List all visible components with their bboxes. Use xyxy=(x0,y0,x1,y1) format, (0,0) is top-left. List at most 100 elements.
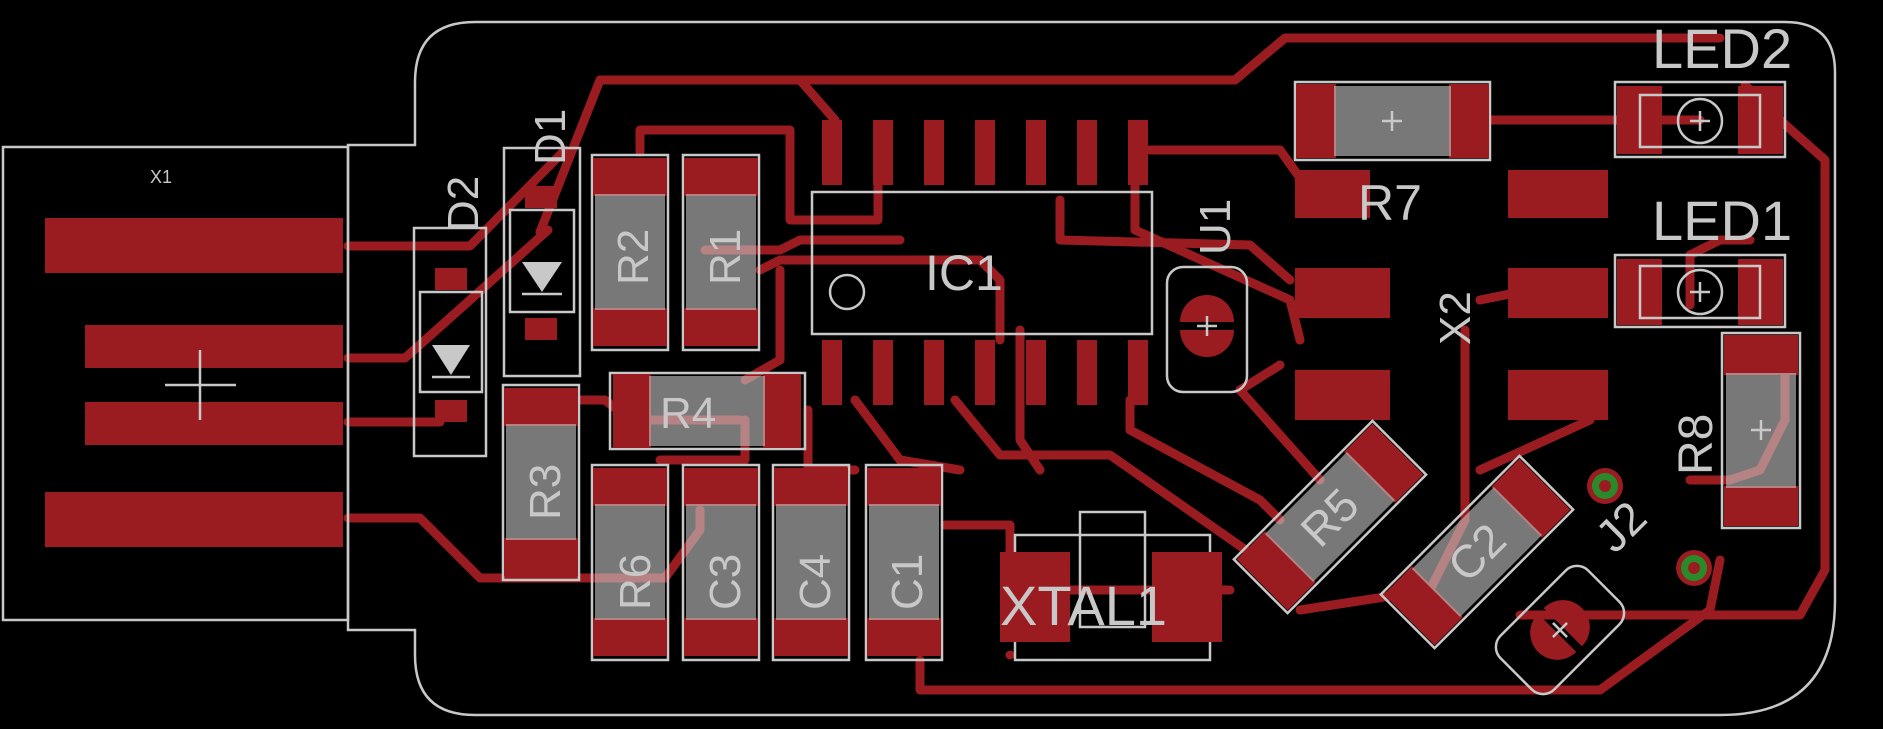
resistor-r3[interactable]: R3 xyxy=(501,383,581,582)
ic1-bottom-pins xyxy=(822,340,1148,405)
c4-body xyxy=(776,504,846,620)
r7-pad-left xyxy=(1296,84,1336,158)
led1-label: LED1 xyxy=(1652,189,1792,252)
x1-outline xyxy=(1,145,350,622)
r1-pad-top xyxy=(684,158,758,196)
ic-ic1[interactable]: IC1 xyxy=(810,120,1154,405)
x1-pad-3 xyxy=(85,402,343,445)
r6-body xyxy=(595,504,665,620)
crystal-xtal1[interactable]: XTAL1 xyxy=(1000,510,1222,662)
r7-pad-extra xyxy=(1295,170,1370,218)
c1-body xyxy=(869,504,939,620)
resistor-r2[interactable]: R2 xyxy=(590,153,670,352)
resistor-r4[interactable]: R4 xyxy=(608,371,807,451)
r4-outline xyxy=(608,371,807,451)
r6-pad-bottom xyxy=(593,618,667,656)
led2-body xyxy=(1638,93,1762,149)
resistor-r5[interactable]: R5 xyxy=(1232,419,1428,615)
d2-pad-top xyxy=(435,268,467,290)
c4-pad-bottom xyxy=(774,618,848,656)
x1-label: X1 xyxy=(150,167,172,187)
d2-symbol xyxy=(432,345,470,375)
ic1-top-pins xyxy=(822,120,1148,185)
r2-outline xyxy=(590,153,670,352)
r1-body xyxy=(686,194,756,310)
c2-pad-left xyxy=(1383,566,1463,646)
r4-pad-left xyxy=(613,374,651,448)
led1-body xyxy=(1638,264,1762,320)
capacitor-c1[interactable]: C1 xyxy=(864,463,944,662)
c3-label: C3 xyxy=(701,554,750,610)
capacitor-c2[interactable]: C2 xyxy=(1379,454,1575,650)
led-led2[interactable]: LED2 xyxy=(1613,17,1792,159)
r8-pad-bottom xyxy=(1724,486,1798,526)
r2-label: R2 xyxy=(609,229,658,285)
r6-outline xyxy=(590,463,670,662)
r4-label: R4 xyxy=(660,389,716,438)
diode-d2[interactable]: D2 xyxy=(412,176,488,458)
d1-pad-bottom xyxy=(525,318,557,340)
r5-body xyxy=(1264,451,1396,583)
c3-body xyxy=(686,504,756,620)
r7-label: R7 xyxy=(1358,175,1422,231)
led2-lens xyxy=(1676,97,1724,145)
r4-body xyxy=(649,376,765,446)
x1-pad-1 xyxy=(45,218,343,273)
x2-pad-3 xyxy=(1508,170,1608,218)
x2-pad-2 xyxy=(1295,370,1390,420)
diode-d1[interactable]: D1 xyxy=(502,109,582,378)
r3-pad-bottom xyxy=(504,538,578,576)
x2-pad-4 xyxy=(1508,268,1608,318)
d2-pad-bottom xyxy=(435,400,467,422)
r2-body xyxy=(595,194,665,310)
c4-outline xyxy=(771,463,851,662)
c4-label: C4 xyxy=(791,554,840,610)
r3-outline xyxy=(501,383,581,582)
r3-label: R3 xyxy=(521,464,570,520)
usb-connector-x1[interactable]: X1 xyxy=(1,145,350,622)
r1-label: R1 xyxy=(701,229,750,285)
d1-label: D1 xyxy=(526,109,575,165)
j2-label: J2 xyxy=(1585,491,1656,562)
x1-pad-4 xyxy=(45,492,343,547)
j2-center-v xyxy=(1552,622,1568,638)
r8-pad-top xyxy=(1724,335,1798,375)
d1-outline xyxy=(502,146,582,378)
r5-pad-left xyxy=(1236,531,1316,611)
ic1-outline xyxy=(810,190,1154,336)
r1-pad-bottom xyxy=(684,308,758,346)
capacitor-c3[interactable]: C3 xyxy=(681,463,761,662)
u1-outline xyxy=(1165,265,1249,394)
c1-label: C1 xyxy=(883,554,932,610)
resistor-r1[interactable]: R1 xyxy=(681,153,761,352)
resistor-r7[interactable]: R7 xyxy=(1293,80,1492,231)
c1-outline xyxy=(864,463,944,662)
vias xyxy=(1587,468,1712,586)
r5-pad-right xyxy=(1344,423,1424,503)
r5-outline xyxy=(1232,419,1428,615)
component-u1[interactable]: U1 xyxy=(1165,199,1249,394)
r7-outline xyxy=(1293,80,1492,162)
led1-lens xyxy=(1676,268,1724,316)
r3-body xyxy=(506,424,576,540)
led1-outline xyxy=(1613,253,1787,329)
u1-label: U1 xyxy=(1191,199,1240,255)
d1-pad-top xyxy=(525,186,557,208)
led-led1[interactable]: LED1 xyxy=(1613,189,1792,329)
led2-outline xyxy=(1613,80,1787,159)
ic1-pin1-marker xyxy=(828,273,866,311)
capacitor-c4[interactable]: C4 xyxy=(771,463,851,662)
r2-pad-top xyxy=(593,158,667,196)
xtal1-pad-left xyxy=(1000,552,1070,642)
component-x2[interactable]: X2 xyxy=(1295,170,1608,420)
c1-pad-bottom xyxy=(867,618,941,656)
resistor-r6[interactable]: R6 xyxy=(590,463,670,662)
c3-pad-bottom xyxy=(684,618,758,656)
d1-body xyxy=(508,208,576,314)
j2-outline xyxy=(1494,564,1626,696)
r8-outline xyxy=(1720,331,1802,530)
x2-label: X2 xyxy=(1431,291,1480,345)
c3-pad-top xyxy=(684,468,758,506)
resistor-r8[interactable]: R8 xyxy=(1670,331,1802,530)
